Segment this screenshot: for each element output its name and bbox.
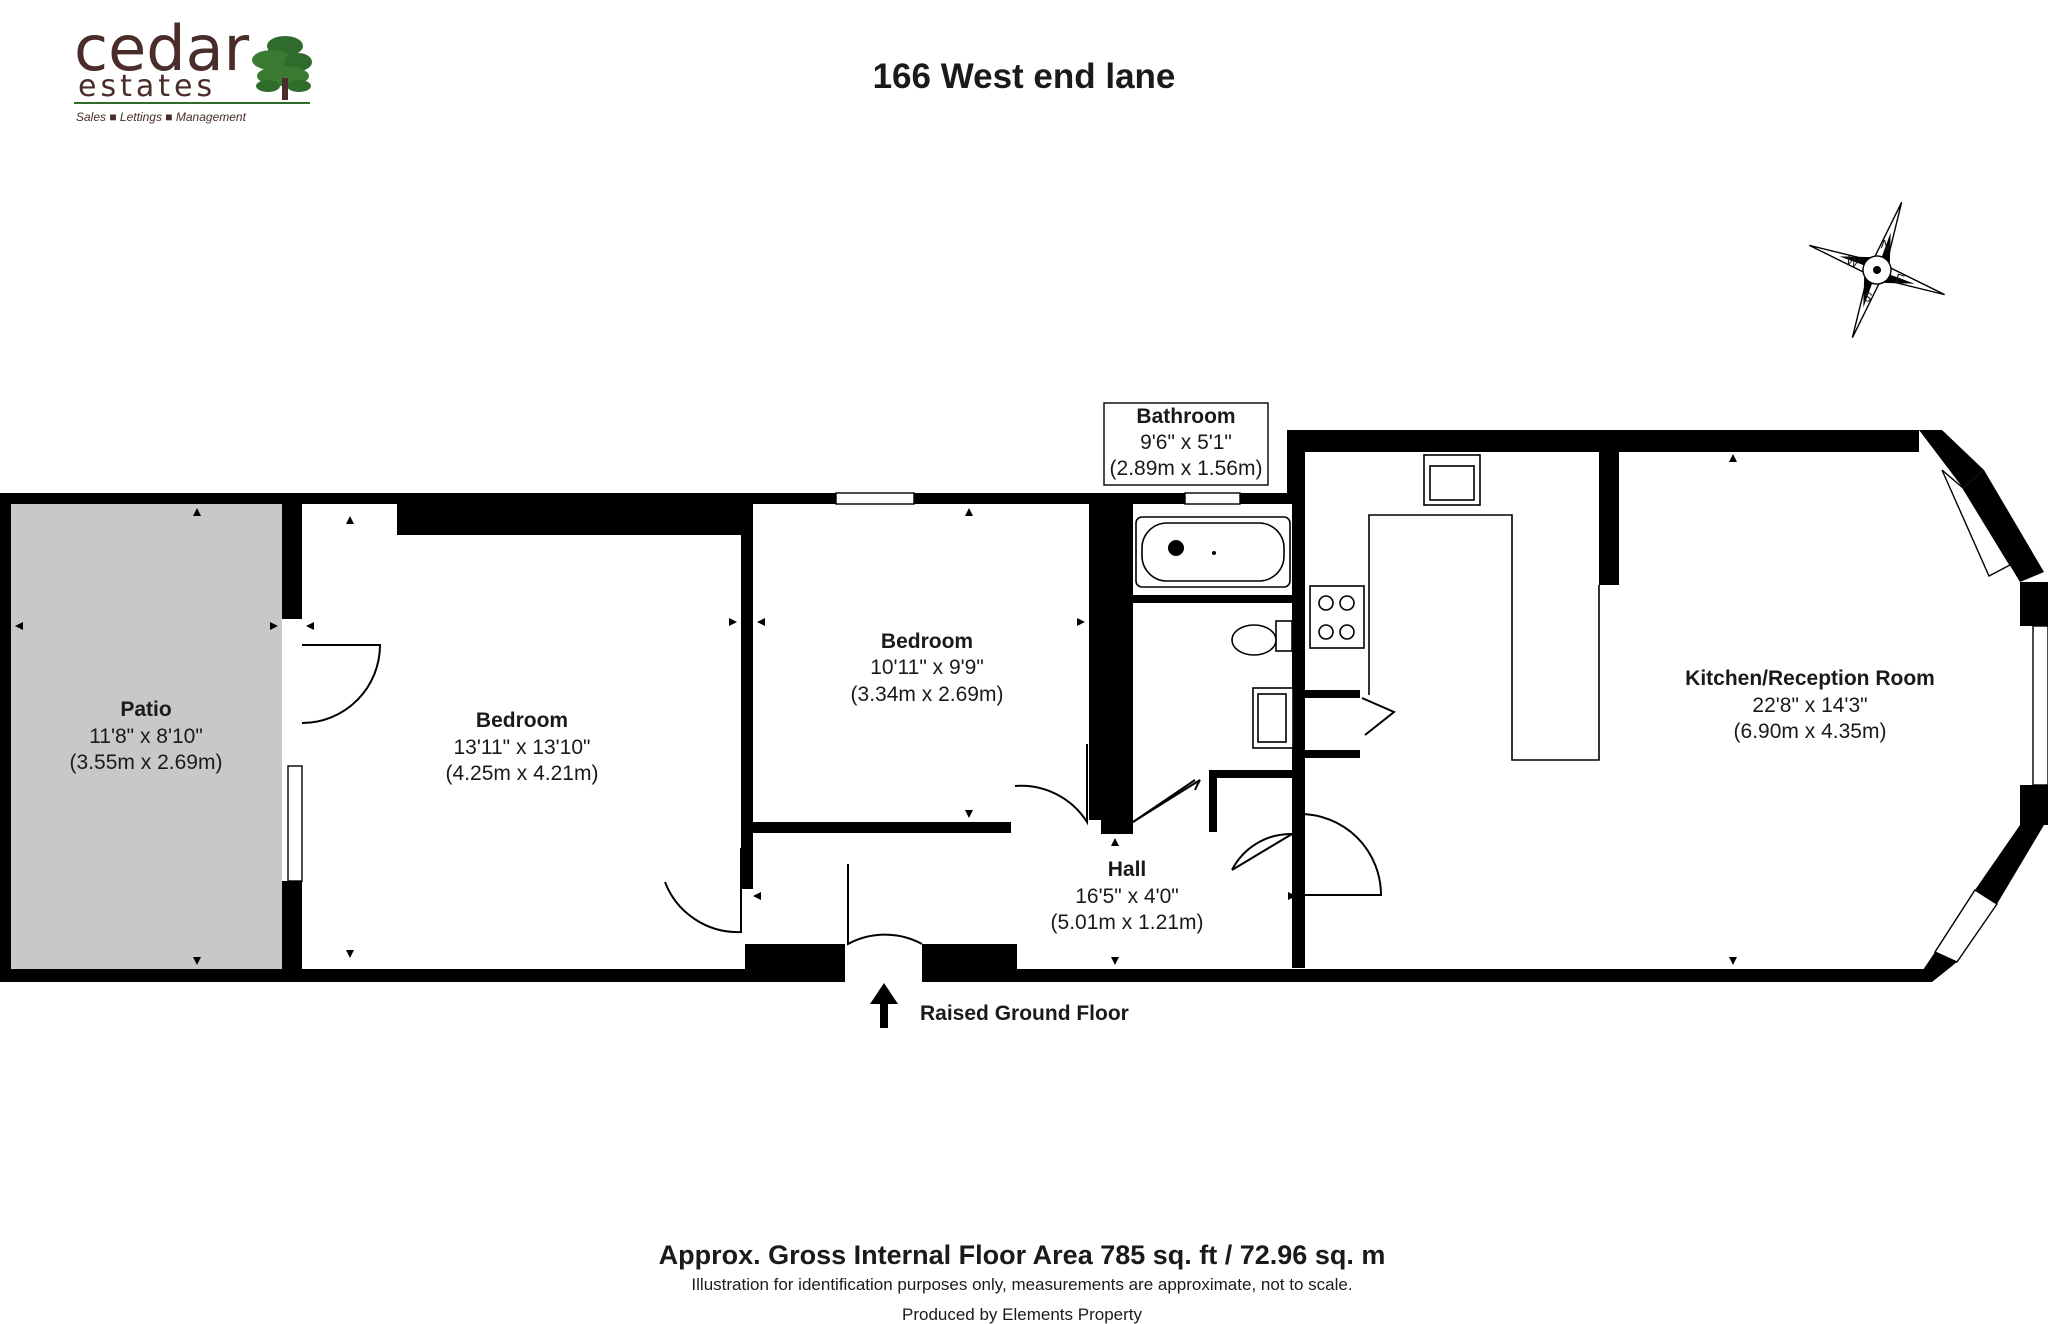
room-label-patio: Patio 11'8" x 8'10" (3.55m x 2.69m) [70,698,223,774]
kitchen-sink-icon [1423,454,1481,506]
doors [301,644,1396,946]
room-imperial-bedroom-1: 13'11" x 13'10" [454,736,591,759]
tree-icon [252,36,312,100]
logo-name-bottom: estates [78,69,216,104]
hob-icon [1309,585,1365,649]
room-name-hall: Hall [1108,858,1147,881]
compass-w: W [1844,252,1861,271]
producer-text: Produced by Elements Property [902,1305,1143,1324]
logo-tagline: Sales ■ Lettings ■ Management [76,110,247,124]
room-label-kitchen: Kitchen/Reception Room 22'8" x 14'3" (6.… [1685,667,1935,743]
room-name-bathroom: Bathroom [1136,405,1235,428]
room-metric-bedroom-2: (3.34m x 2.69m) [851,683,1004,706]
bath-icon [1135,516,1291,588]
floor-area-text: Approx. Gross Internal Floor Area 785 sq… [659,1240,1386,1270]
room-imperial-bathroom: 9'6" x 5'1" [1140,431,1232,454]
kitchen-counter [1368,514,1600,761]
room-metric-bathroom: (2.89m x 1.56m) [1110,457,1263,480]
room-imperial-bedroom-2: 10'11" x 9'9" [870,656,984,679]
basin-icon [1252,687,1294,749]
floor-label: Raised Ground Floor [920,1002,1129,1025]
room-label-hall: Hall 16'5" x 4'0" (5.01m x 1.21m) [1051,858,1204,934]
logo-name-top: cedar [74,12,250,85]
entrance-arrow-icon [870,983,898,1028]
room-imperial-kitchen: 22'8" x 14'3" [1752,694,1867,717]
room-name-patio: Patio [120,698,171,721]
room-metric-bedroom-1: (4.25m x 4.21m) [446,762,599,785]
room-metric-hall: (5.01m x 1.21m) [1051,911,1204,934]
disclaimer-text: Illustration for identification purposes… [691,1275,1352,1294]
room-name-bedroom-1: Bedroom [476,709,568,732]
room-label-bathroom: Bathroom 9'6" x 5'1" (2.89m x 1.56m) [1103,402,1269,486]
room-label-bedroom-2: Bedroom 10'11" x 9'9" (3.34m x 2.69m) [851,630,1004,706]
cedar-estates-logo: cedar estates Sales ■ Lettings ■ Managem… [74,12,312,124]
room-metric-kitchen: (6.90m x 4.35m) [1734,720,1887,743]
room-name-bedroom-2: Bedroom [881,630,973,653]
dimension-ticks [15,454,1737,965]
room-label-bedroom-1: Bedroom 13'11" x 13'10" (4.25m x 4.21m) [446,709,599,785]
patio-area [11,504,282,969]
room-metric-patio: (3.55m x 2.69m) [70,751,223,774]
windows [287,469,2048,963]
toilet-icon [1231,620,1293,656]
room-imperial-hall: 16'5" x 4'0" [1075,885,1179,908]
page-title: 166 West end lane [873,57,1176,96]
bathroom-label-box [1103,402,1269,486]
compass-icon: N E S W [1809,202,1945,338]
compass-n: N [1879,236,1893,253]
room-imperial-patio: 11'8" x 8'10" [89,725,203,748]
walls [0,430,2048,982]
room-name-kitchen: Kitchen/Reception Room [1685,667,1935,690]
